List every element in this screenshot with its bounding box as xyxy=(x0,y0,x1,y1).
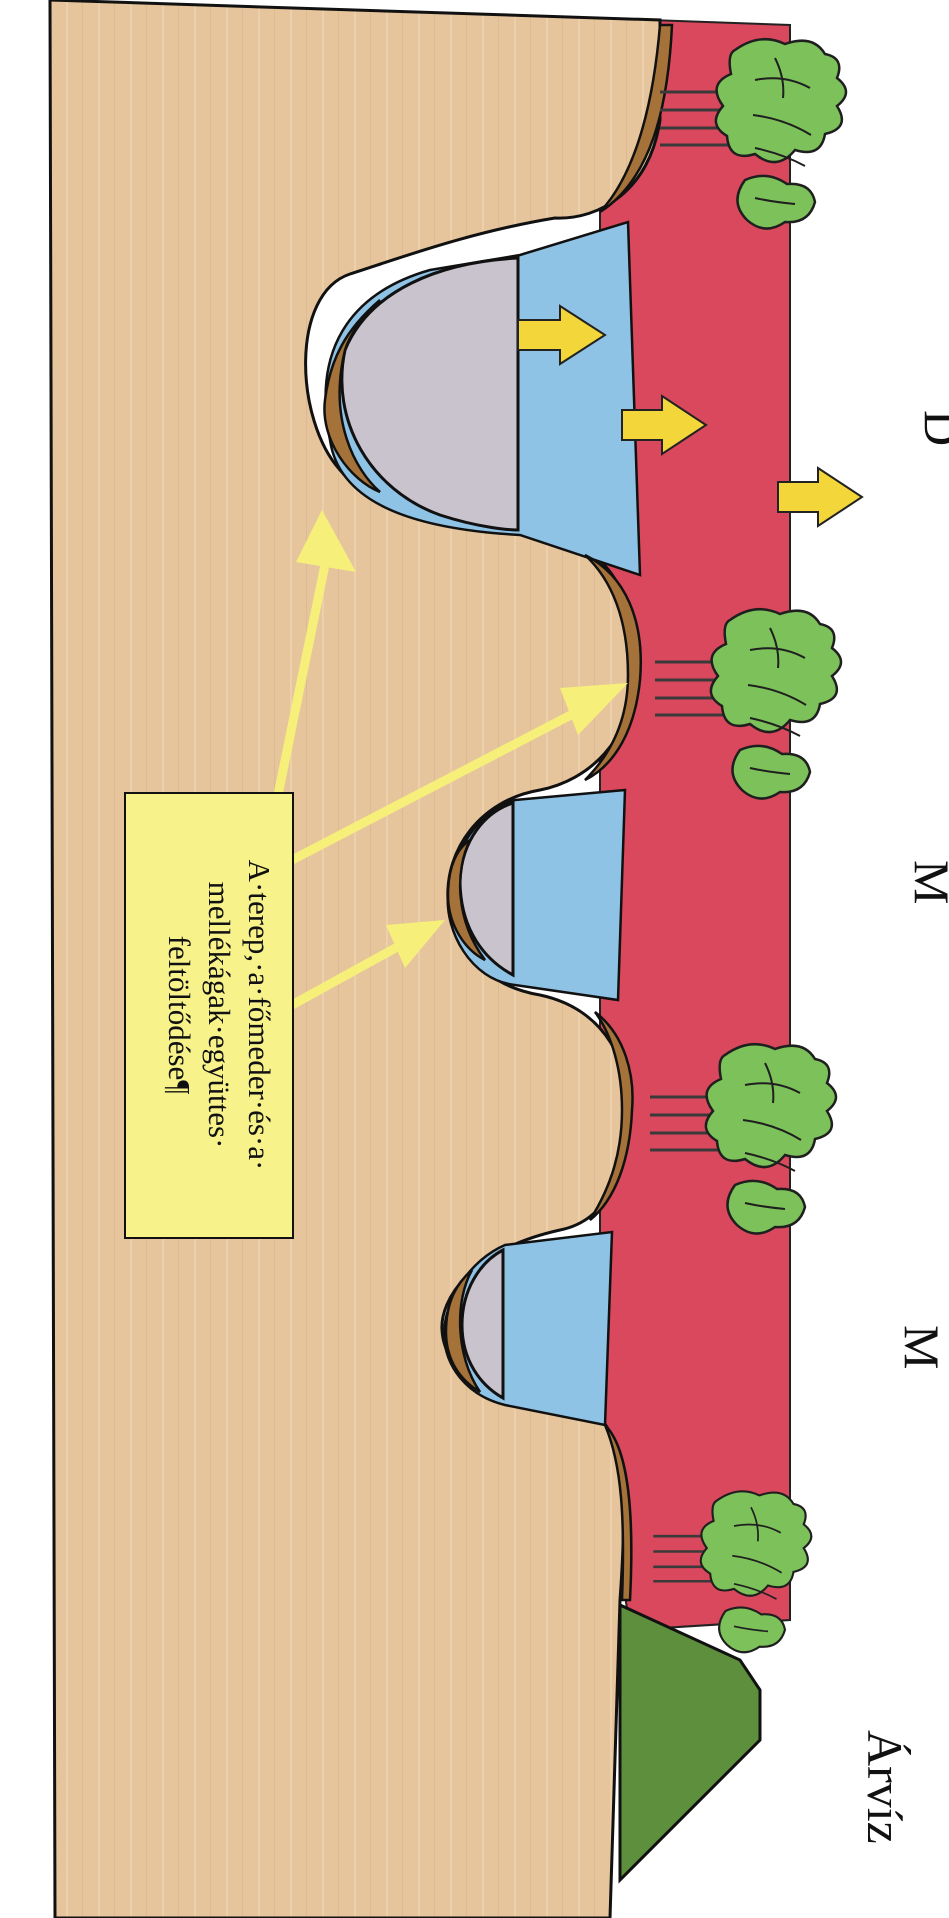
callout-box: A·terep,·a·főmeder·és·a· mellékágak·együ… xyxy=(125,793,293,1238)
side-label-3: M xyxy=(894,1325,949,1369)
side-label-2: M xyxy=(904,860,949,904)
callout-line-2: mellékágak·együttes· xyxy=(202,882,237,1149)
side-label-4: Árvíz xyxy=(857,1730,913,1844)
callout-line-3: feltöltődése¶ xyxy=(162,936,197,1095)
callout-line-1: A·terep,·a·főmeder·és·a· xyxy=(242,860,277,1171)
side-label-1: D xyxy=(914,410,949,446)
